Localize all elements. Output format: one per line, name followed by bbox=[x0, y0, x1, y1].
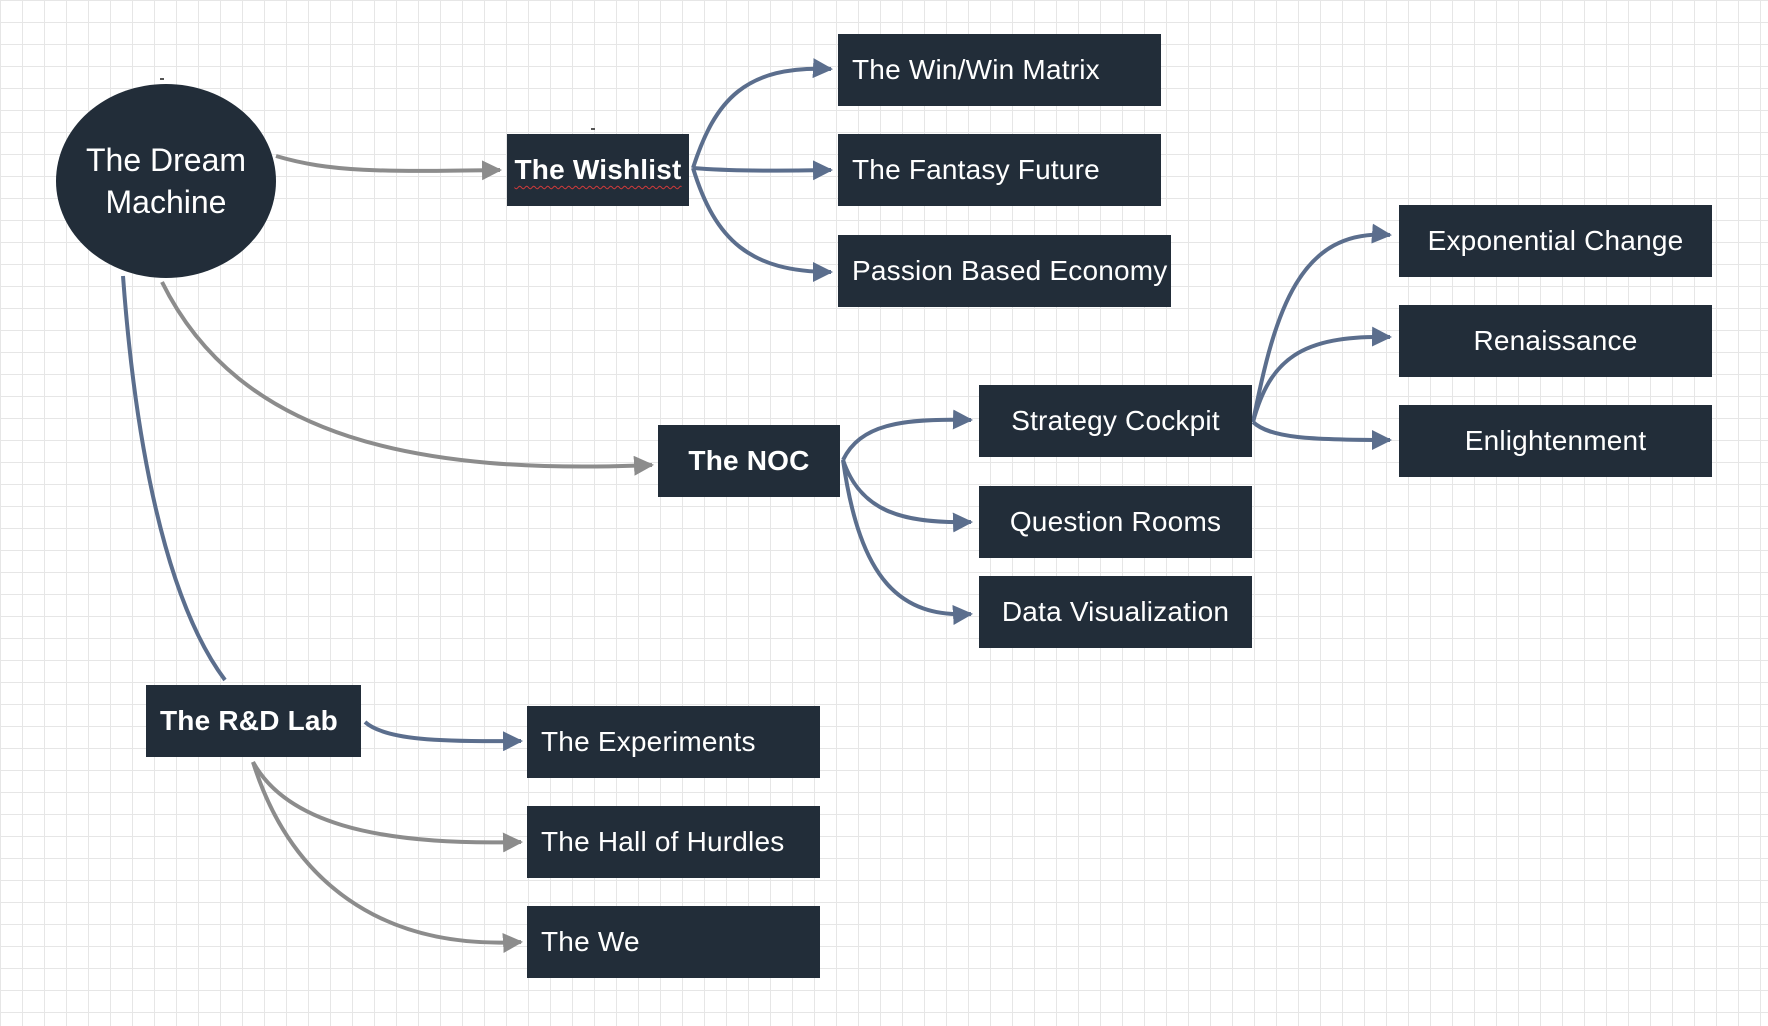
fantasy-future-node[interactable]: The Fantasy Future bbox=[838, 134, 1161, 206]
the-we-node[interactable]: The We bbox=[527, 906, 820, 978]
wishlist-node-label: The Wishlist bbox=[514, 154, 682, 185]
connector-strategy-to-renaissance bbox=[1251, 326, 1392, 423]
connector-strategy-to-enlightenment bbox=[1251, 420, 1392, 450]
winwin-matrix-label: The Win/Win Matrix bbox=[852, 54, 1100, 85]
connector-noc-to-questions bbox=[841, 459, 973, 533]
exponential-change-node[interactable]: Exponential Change bbox=[1399, 205, 1712, 277]
rnd-lab-node[interactable]: The R&D Lab bbox=[146, 685, 361, 757]
noc-node[interactable]: The NOC bbox=[658, 425, 840, 497]
data-visualization-label: Data Visualization bbox=[1001, 596, 1230, 627]
connector-strategy-to-exponential bbox=[1251, 223, 1392, 423]
exponential-change-label: Exponential Change bbox=[1427, 225, 1684, 256]
question-rooms-label: Question Rooms bbox=[1009, 506, 1222, 537]
experiments-label: The Experiments bbox=[541, 726, 756, 757]
connector-rnd-to-we bbox=[251, 761, 523, 953]
fantasy-future-label: The Fantasy Future bbox=[852, 154, 1100, 185]
strategy-cockpit-label: Strategy Cockpit bbox=[1011, 405, 1220, 436]
connector-noc-to-strategy bbox=[841, 409, 973, 461]
selection-tick bbox=[160, 78, 164, 80]
hall-of-hurdles-node[interactable]: The Hall of Hurdles bbox=[527, 806, 820, 878]
renaissance-label: Renaissance bbox=[1473, 325, 1638, 356]
connector-rnd-to-experiments bbox=[363, 720, 523, 752]
connector-wishlist-to-passion bbox=[691, 167, 833, 282]
connector-rnd-to-hurdles bbox=[251, 761, 523, 853]
root-node[interactable]: The Dream Machine bbox=[56, 84, 276, 278]
passion-economy-node[interactable]: Passion Based Economy bbox=[838, 235, 1171, 307]
strategy-cockpit-node[interactable]: Strategy Cockpit bbox=[979, 385, 1252, 457]
connector-root-to-wishlist bbox=[275, 154, 502, 181]
question-rooms-node[interactable]: Question Rooms bbox=[979, 486, 1252, 558]
noc-node-label: The NOC bbox=[688, 445, 810, 476]
passion-economy-label: Passion Based Economy bbox=[852, 255, 1168, 286]
winwin-matrix-node[interactable]: The Win/Win Matrix bbox=[838, 34, 1161, 106]
data-visualization-node[interactable]: Data Visualization bbox=[979, 576, 1252, 648]
root-node-label: The Dream Machine bbox=[85, 142, 247, 220]
wishlist-node[interactable]: The Wishlist bbox=[507, 134, 689, 206]
connector-wishlist-to-fantasy bbox=[692, 160, 833, 181]
enlightenment-label: Enlightenment bbox=[1464, 425, 1647, 456]
connector-wishlist-to-winwin bbox=[691, 58, 833, 169]
connector-root-to-rnd bbox=[121, 275, 227, 682]
rnd-lab-label: The R&D Lab bbox=[160, 705, 338, 736]
hall-of-hurdles-label: The Hall of Hurdles bbox=[541, 826, 785, 857]
renaissance-node[interactable]: Renaissance bbox=[1399, 305, 1712, 377]
connector-root-to-noc bbox=[160, 281, 654, 476]
connector-noc-to-dataviz bbox=[841, 459, 973, 625]
the-we-label: The We bbox=[541, 926, 640, 957]
selection-tick bbox=[591, 128, 595, 130]
enlightenment-node[interactable]: Enlightenment bbox=[1399, 405, 1712, 477]
experiments-node[interactable]: The Experiments bbox=[527, 706, 820, 778]
